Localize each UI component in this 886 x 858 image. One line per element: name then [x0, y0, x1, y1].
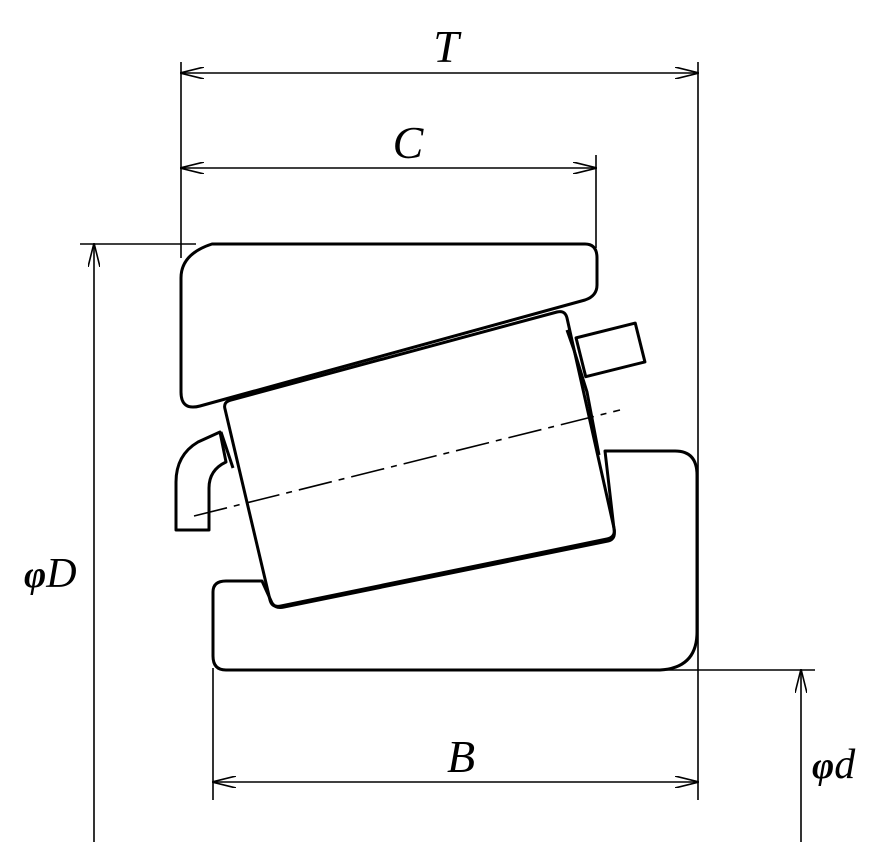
label-C: C	[393, 117, 425, 168]
label-D: D	[45, 551, 76, 597]
inner-ring-cone	[211, 449, 699, 672]
cage-small-end-web	[219, 431, 235, 469]
label-d: d	[834, 742, 856, 788]
cage	[174, 321, 647, 532]
cage-large-end-tab	[574, 321, 647, 379]
extension-lines	[80, 62, 815, 800]
phi-symbol: φ	[24, 554, 46, 596]
label-B: B	[447, 731, 475, 782]
phi-symbol: φ	[812, 745, 834, 787]
cage-small-end-hook	[174, 430, 228, 532]
label-phi-d: φd	[812, 742, 856, 788]
label-phi-D: φD	[24, 551, 77, 597]
label-T: T	[433, 21, 462, 72]
roller-axis-centerline	[193, 409, 621, 517]
tapered-roller	[223, 310, 616, 608]
dimension-lines	[94, 73, 801, 842]
cage-large-end-bar	[565, 329, 601, 456]
outer-ring-cup	[179, 242, 599, 409]
